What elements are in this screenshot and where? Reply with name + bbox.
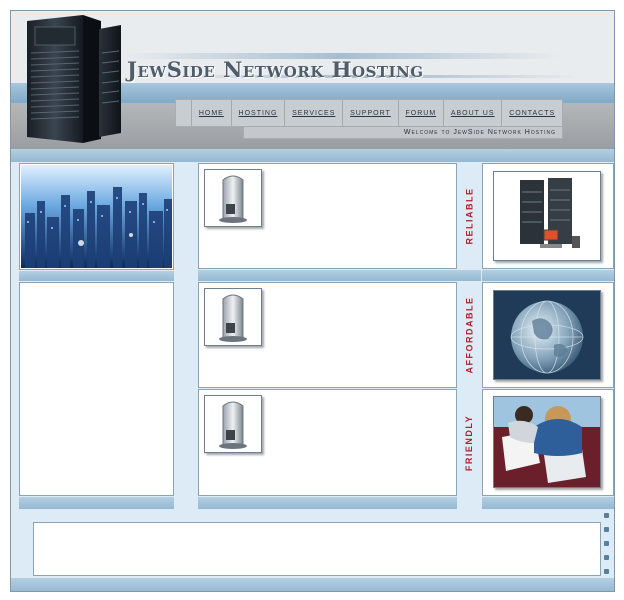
content-block-3 — [198, 389, 457, 496]
header: JewSide Network Hosting Home Hosting Ser… — [11, 11, 614, 149]
left-content-panel — [19, 282, 174, 496]
label-affordable: Affordable — [464, 296, 474, 374]
label-friendly: Friendly — [464, 414, 474, 471]
nav-item-services[interactable]: Services — [285, 100, 344, 126]
city-photo — [21, 165, 172, 268]
server-rack-icon — [27, 15, 121, 143]
middle-bottom-strip — [198, 497, 457, 509]
page-frame: JewSide Network Hosting Home Hosting Ser… — [10, 10, 615, 592]
team-image-panel — [482, 389, 614, 496]
footer-scroll-dots — [604, 513, 610, 583]
nav-item-home[interactable]: Home — [192, 100, 232, 126]
site-title: JewSide Network Hosting — [127, 57, 424, 82]
content-block-1 — [198, 163, 457, 269]
server-rack-photo — [493, 171, 601, 261]
globe-photo — [493, 290, 601, 380]
nav-item-hosting[interactable]: Hosting — [232, 100, 286, 126]
rack-image-panel — [482, 163, 614, 269]
team-photo — [493, 396, 601, 488]
nav-item-about-us[interactable]: About Us — [444, 100, 503, 126]
nav-item-contacts[interactable]: Contacts — [509, 109, 556, 117]
server-tower-icon — [204, 169, 262, 227]
header-light-streak-2 — [161, 75, 581, 78]
left-divider-strip — [19, 271, 174, 281]
label-reliable: Reliable — [464, 187, 474, 245]
nav-item-support[interactable]: Support — [343, 100, 399, 126]
right-bottom-strip — [482, 497, 614, 509]
footer-strip — [11, 578, 614, 591]
label-divider-strip — [457, 270, 481, 281]
top-strip — [11, 149, 614, 162]
left-bottom-strip — [19, 497, 174, 509]
main-nav: Home Hosting Services Support Forum Abou… — [175, 99, 563, 127]
globe-image-panel — [482, 282, 614, 388]
city-image-panel — [19, 163, 174, 270]
header-blue-band — [11, 83, 614, 103]
welcome-message: Welcome to JewSide Network Hosting — [243, 127, 563, 139]
middle-divider-strip-1 — [198, 270, 457, 281]
server-tower-icon — [204, 288, 262, 346]
footer-panel — [33, 522, 601, 576]
nav-spacer — [176, 100, 192, 126]
header-light-streak — [121, 53, 561, 59]
server-tower-icon — [204, 395, 262, 453]
right-divider-strip — [482, 270, 614, 281]
content-block-2 — [198, 282, 457, 388]
nav-item-forum[interactable]: Forum — [399, 100, 444, 126]
